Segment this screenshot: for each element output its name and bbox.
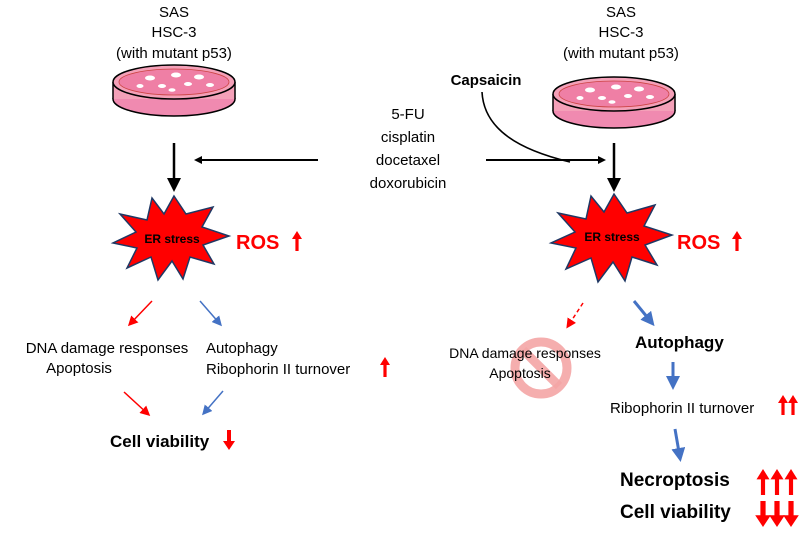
right-dna-damage: DNA damage responses xyxy=(449,345,601,361)
left-blue-arrow-1 xyxy=(199,300,222,327)
left-cells-line1: SAS xyxy=(159,4,189,21)
right-apoptosis: Apoptosis xyxy=(489,365,550,381)
left-apoptosis: Apoptosis xyxy=(46,360,112,377)
petri-dish-icon xyxy=(552,76,676,129)
up-arrow-icon xyxy=(732,231,742,251)
triple-down-arrow-icon xyxy=(755,501,799,527)
right-ribophorin: Ribophorin II turnover xyxy=(610,400,754,417)
triple-up-arrow-icon xyxy=(756,469,798,495)
up-arrow-icon xyxy=(292,231,302,251)
left-blue-arrow-2 xyxy=(202,390,224,416)
left-red-arrow-1 xyxy=(127,300,153,327)
right-cells-line1: SAS xyxy=(606,4,636,21)
right-ros: ROS xyxy=(677,232,720,254)
right-autophagy: Autophagy xyxy=(635,333,724,352)
up-arrow-icon xyxy=(380,357,390,377)
right-er-stress: ER stress xyxy=(584,230,640,244)
right-red-dashed-arrow xyxy=(566,302,584,329)
up-arrow-icon xyxy=(778,395,788,415)
left-ros: ROS xyxy=(236,232,279,254)
petri-dish-icon xyxy=(112,64,236,117)
down-arrow-icon xyxy=(223,430,235,450)
star-burst-icon xyxy=(110,194,232,282)
left-er-stress: ER stress xyxy=(144,232,200,246)
star-burst-icon xyxy=(548,192,675,284)
right-necroptosis: Necroptosis xyxy=(620,470,730,491)
right-cells-line2: HSC-3 xyxy=(598,24,643,41)
prohibition-icon xyxy=(510,337,572,399)
right-blue-arrow-1 xyxy=(632,300,655,327)
left-ribophorin: Ribophorin II turnover xyxy=(206,361,350,378)
drug-4: doxorubicin xyxy=(370,175,447,192)
drug-1: 5-FU xyxy=(391,106,424,123)
left-autophagy: Autophagy xyxy=(206,340,278,357)
left-dna-damage: DNA damage responses xyxy=(26,340,189,357)
left-cell-viability: Cell viability xyxy=(110,432,210,451)
drug-3: docetaxel xyxy=(376,152,440,169)
up-arrow-icon xyxy=(788,395,798,415)
drug-2: cisplatin xyxy=(381,129,435,146)
right-blue-arrow-3 xyxy=(671,428,686,462)
capsaicin-label: Capsaicin xyxy=(451,72,522,89)
left-red-arrow-2 xyxy=(123,391,151,417)
capsaicin-arrow xyxy=(481,91,571,163)
left-cells-line2: HSC-3 xyxy=(151,24,196,41)
right-cell-viability: Cell viability xyxy=(620,502,731,523)
right-cells-line3: (with mutant p53) xyxy=(563,45,679,62)
left-cells-line3: (with mutant p53) xyxy=(116,45,232,62)
